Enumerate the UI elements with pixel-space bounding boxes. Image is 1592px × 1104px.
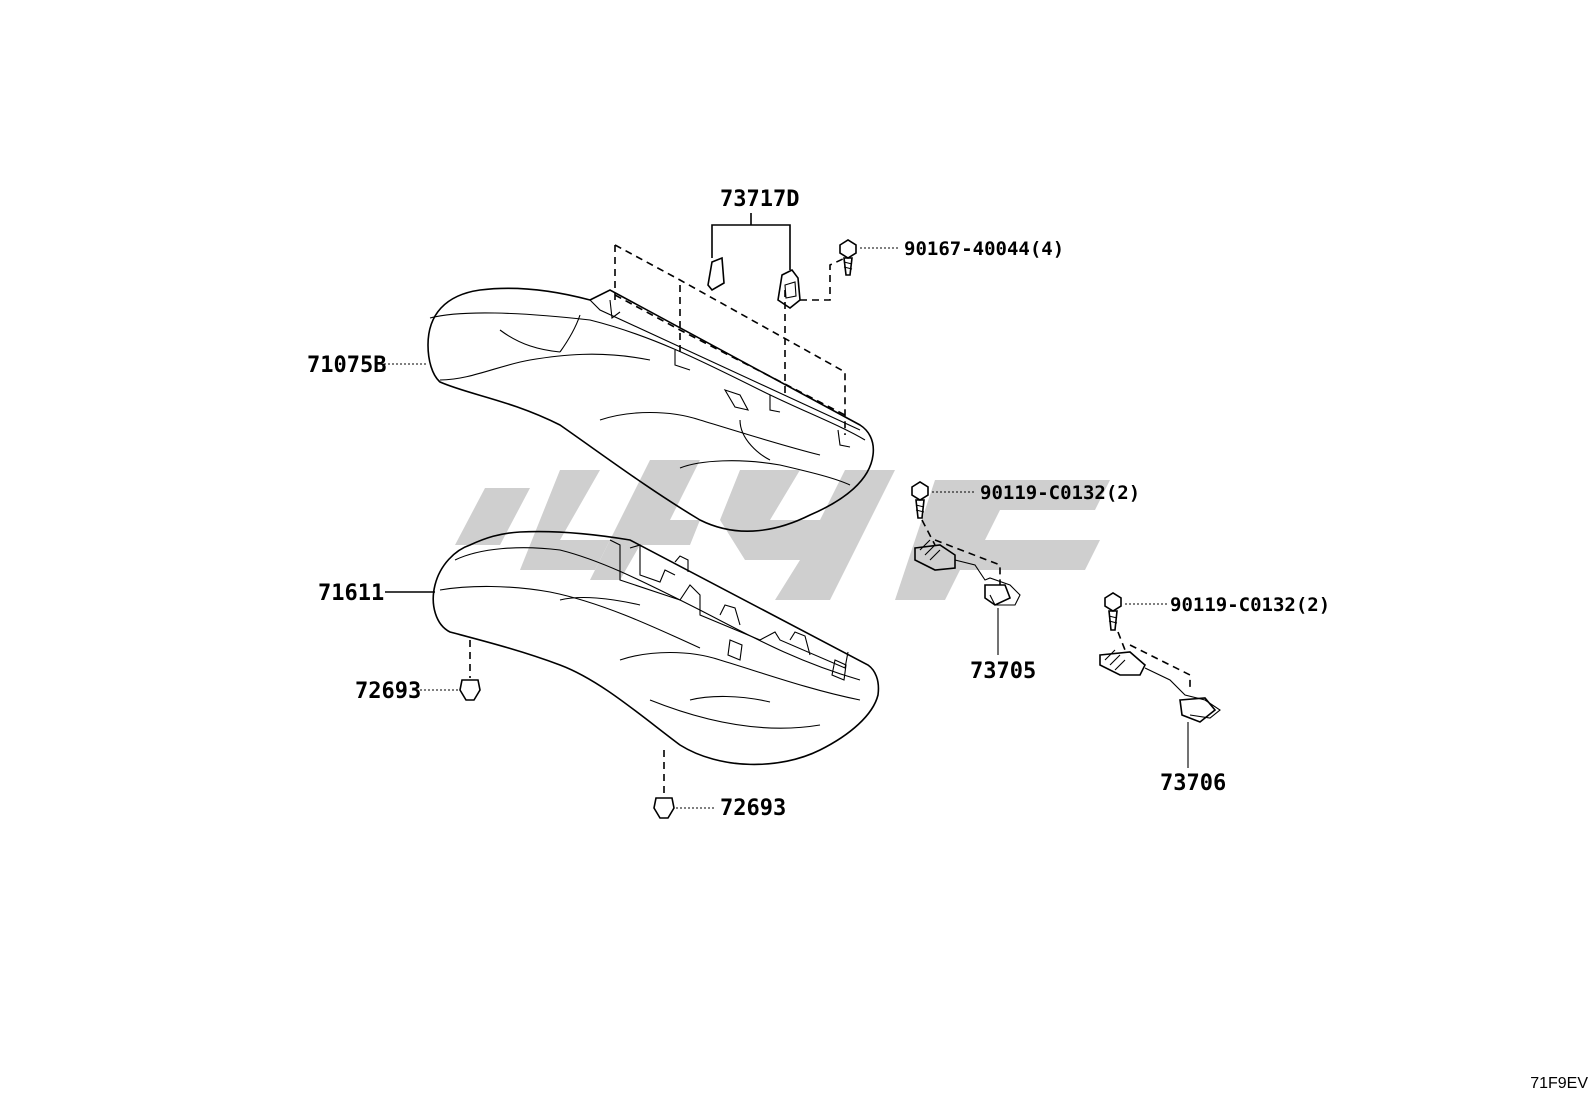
- bolt-90167: [839, 239, 900, 276]
- label-90119-c0132-b: 90119-C0132(2): [1170, 594, 1330, 616]
- diagram-code: 71F9EV: [1530, 1075, 1588, 1092]
- bracket-73705: [914, 519, 1021, 655]
- label-90167-40044: 90167-40044(4): [904, 238, 1064, 260]
- bolt-90119-a: [911, 481, 975, 519]
- watermark-logo: [455, 460, 1110, 600]
- seat-back-cover-71075b: [427, 287, 875, 532]
- bracket-73706: [1099, 631, 1221, 768]
- clip-72693-bottom: [653, 750, 715, 819]
- label-73717d: 73717D: [720, 187, 799, 212]
- clip-72693-left: [412, 640, 481, 701]
- bolt-90119-b: [1104, 592, 1168, 631]
- hook-73717d: [707, 213, 801, 309]
- leader-lines: [380, 363, 435, 593]
- seat-back-hook-lines: [614, 244, 846, 435]
- seat-cushion-71611: [432, 530, 880, 766]
- label-90119-c0132-a: 90119-C0132(2): [980, 482, 1140, 504]
- label-73705: 73705: [970, 659, 1036, 684]
- label-71075b: 71075B: [307, 353, 386, 378]
- label-71611: 71611: [318, 581, 384, 606]
- label-73706: 73706: [1160, 771, 1226, 796]
- label-72693-left: 72693: [355, 679, 421, 704]
- label-72693-bottom: 72693: [720, 796, 786, 821]
